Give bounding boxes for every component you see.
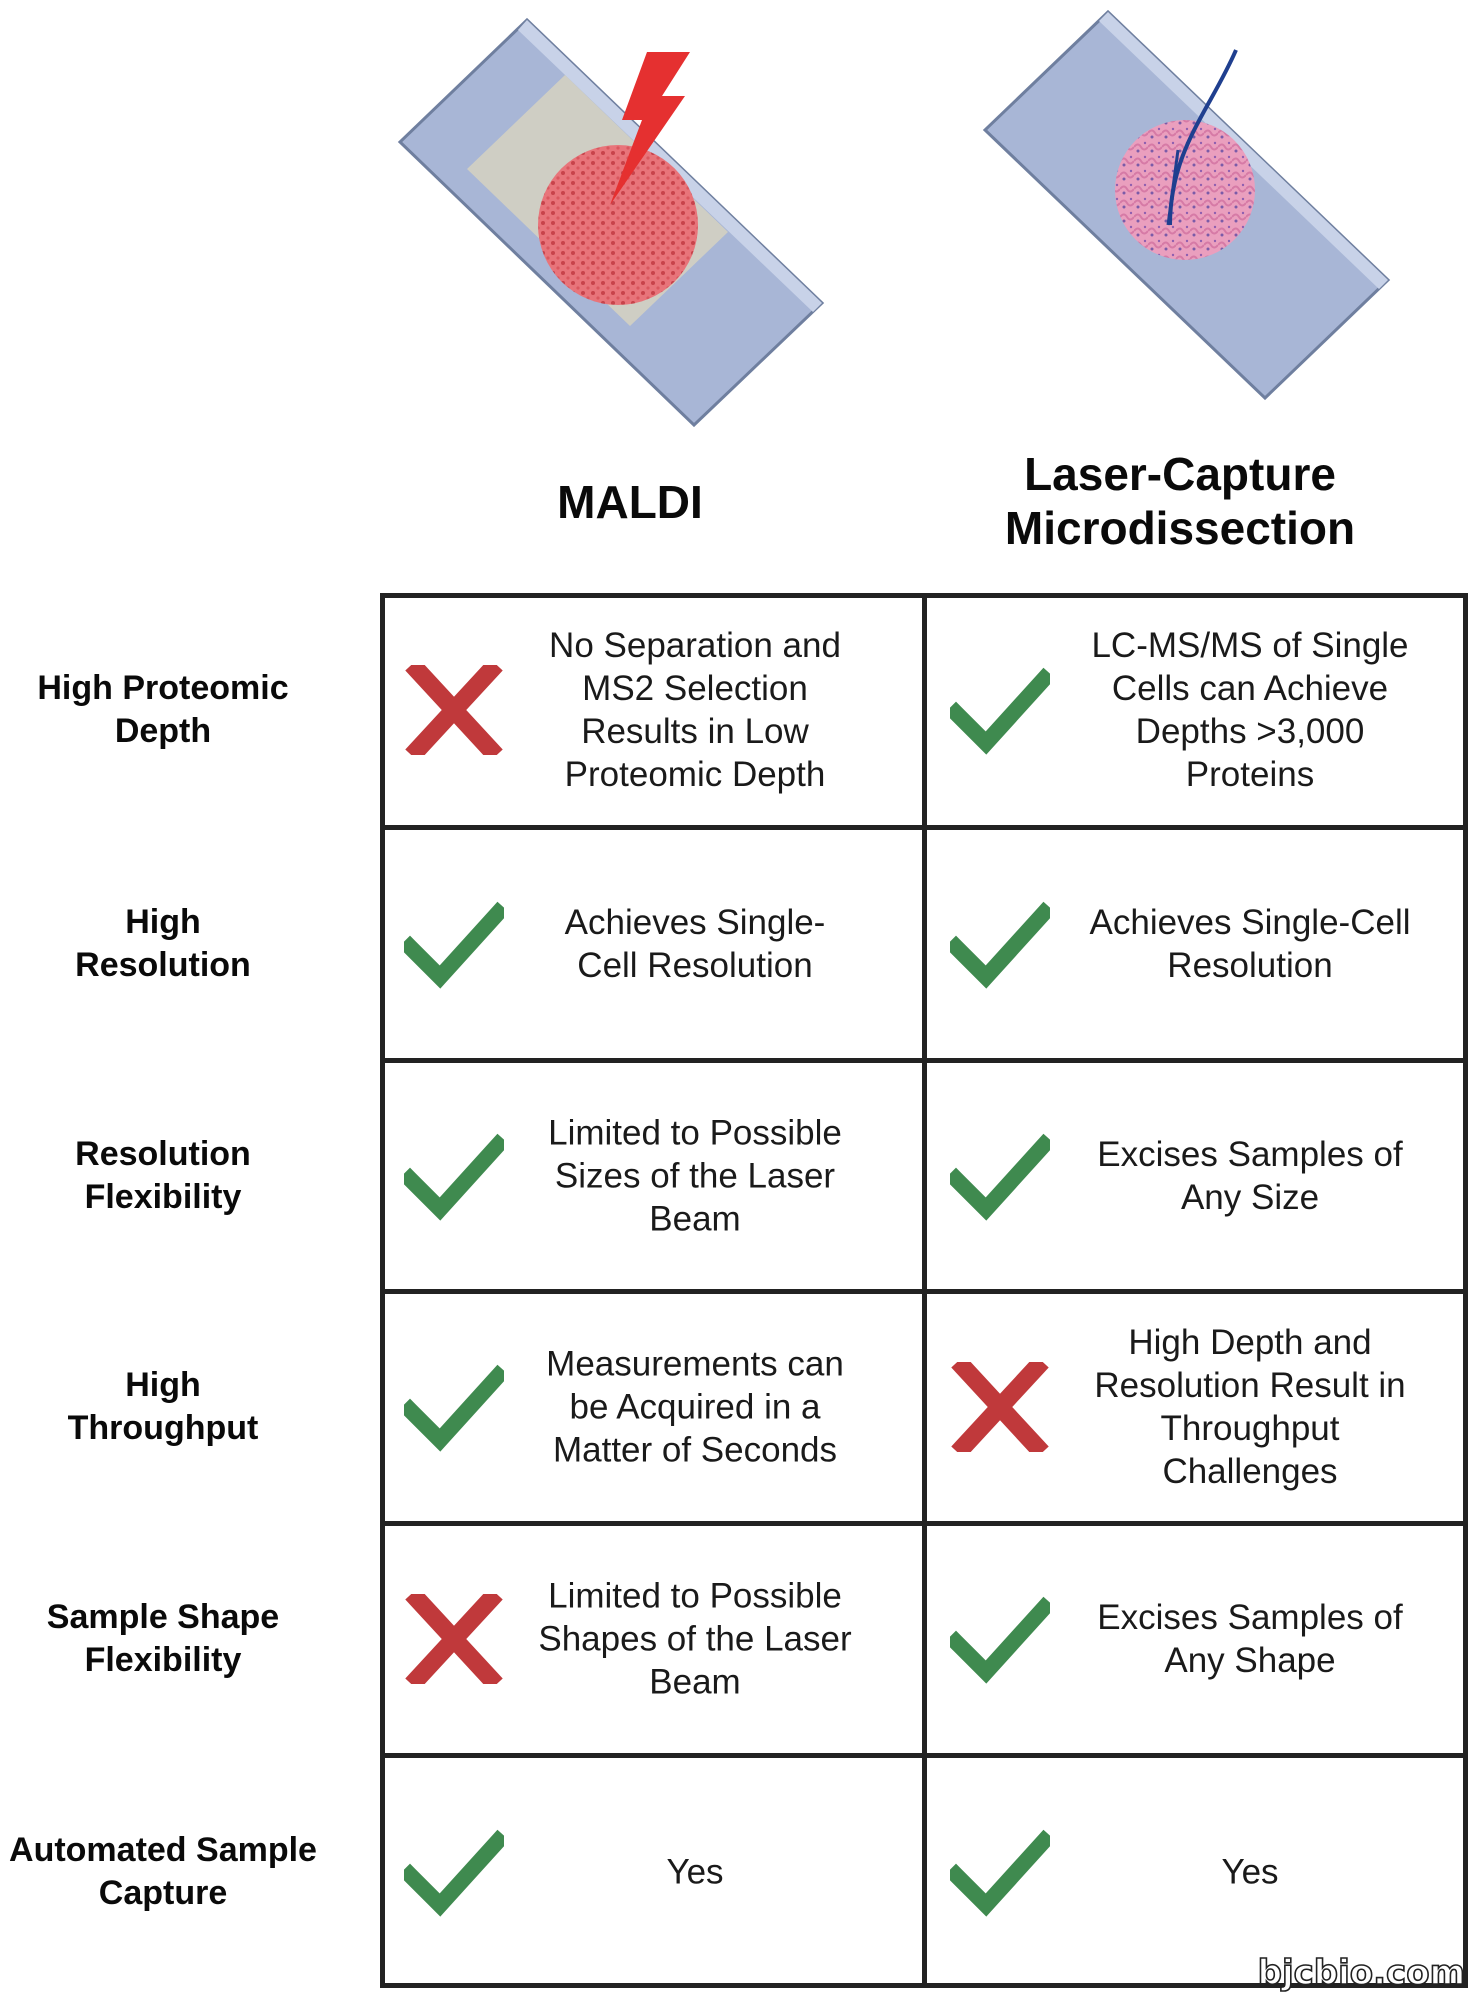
cell-text-line: Depths >3,000 [1135, 712, 1365, 751]
row-label-line: Resolution [75, 945, 251, 984]
check-icon [950, 1133, 1050, 1221]
cell-text-line: Beam [649, 1199, 741, 1238]
column-header-maldi: MALDI [557, 476, 703, 528]
cell-text-line: Shapes of the Laser [538, 1619, 852, 1659]
maldi-cell-text: Achieves Single-Cell Resolution [565, 901, 826, 987]
lcm-cell-text: Yes [1221, 1850, 1278, 1893]
cell-text-line: Proteomic Depth [564, 755, 826, 794]
row-label-line: Flexibility [84, 1641, 242, 1679]
check-icon [404, 1364, 504, 1452]
cell-text-line: Cell Resolution [577, 945, 813, 985]
cell-text-line: Excises Samples of [1097, 1134, 1403, 1174]
maldi-cell-text: Yes [666, 1850, 723, 1893]
check-icon [404, 1133, 504, 1221]
row-divider [380, 1058, 1468, 1063]
row-label-line: High [125, 1366, 201, 1404]
row-label-line: High Proteomic [37, 669, 289, 707]
cell-text-line: Excises Samples of [1097, 1598, 1403, 1637]
check-icon [950, 1829, 1050, 1917]
cross-icon [951, 1362, 1049, 1452]
watermark: bjcbio.com [1257, 1952, 1466, 1994]
cell-text-line: Beam [649, 1662, 741, 1702]
cell-text-line: MS2 Selection [582, 669, 808, 708]
lcm-slide-needle-icon [982, 9, 1391, 401]
check-icon [404, 1829, 504, 1917]
row-label-line: Throughput [67, 1409, 259, 1447]
cell-text-line: Sizes of the Laser [554, 1156, 836, 1195]
cell-text-line: Matter of Seconds [552, 1430, 838, 1470]
check-icon [950, 901, 1050, 989]
cell-text-line: Resolution Result in [1094, 1366, 1406, 1405]
row-label-line: Depth [114, 712, 212, 750]
row-label-line: Automated Sample [9, 1830, 317, 1869]
row-label-line: Capture [98, 1873, 228, 1912]
cell-text-line: Achieves Single- [564, 902, 826, 942]
row-divider [380, 1521, 1468, 1526]
cell-text-line: Any Size [1180, 1177, 1320, 1217]
check-icon [404, 901, 504, 989]
cell-text-line: Proteins [1185, 755, 1315, 794]
cell-text-line: No Separation and [549, 626, 841, 665]
cross-icon [405, 1594, 503, 1684]
cell-text-line: Results in Low [581, 712, 809, 751]
cell-text-line: High Depth and [1128, 1323, 1372, 1362]
column-header-lcm: Laser-Capture Microdissection [1004, 448, 1356, 554]
slide-illustrations [397, 9, 1391, 428]
cell-text-line: Achieves Single-Cell [1089, 902, 1411, 942]
cell-text-line: Cells can Achieve [1111, 669, 1389, 708]
cell-text-line: Resolution [1167, 945, 1333, 985]
cell-text-line: Challenges [1162, 1452, 1338, 1491]
row-label-line: Resolution [75, 1134, 251, 1173]
row-label-line: High [125, 902, 201, 941]
cell-text-line: Any Shape [1164, 1641, 1336, 1680]
row-label-line: Flexibility [84, 1177, 242, 1216]
cell-text-line: be Acquired in a [569, 1387, 821, 1427]
row-label-line: Sample Shape [46, 1598, 280, 1636]
cross-icon [405, 665, 503, 755]
cell-text-line: Limited to Possible [548, 1113, 842, 1152]
cell-text-line: Throughput [1160, 1409, 1340, 1448]
lcm-cell-text: Excises Samples of Any Shape [1097, 1596, 1402, 1682]
row-divider [380, 1753, 1468, 1758]
check-icon [950, 1596, 1050, 1684]
maldi-slide-laser-icon [397, 17, 825, 428]
cell-text-line: Yes [666, 1852, 724, 1891]
check-icon [950, 667, 1050, 755]
cell-text-line: Limited to Possible [548, 1576, 842, 1616]
cell-text-line: LC-MS/MS of Single [1091, 626, 1409, 665]
cell-text-line: Yes [1221, 1852, 1279, 1891]
row-divider [380, 825, 1468, 830]
cell-text-line: Measurements can [546, 1344, 844, 1384]
row-divider [380, 1289, 1468, 1294]
